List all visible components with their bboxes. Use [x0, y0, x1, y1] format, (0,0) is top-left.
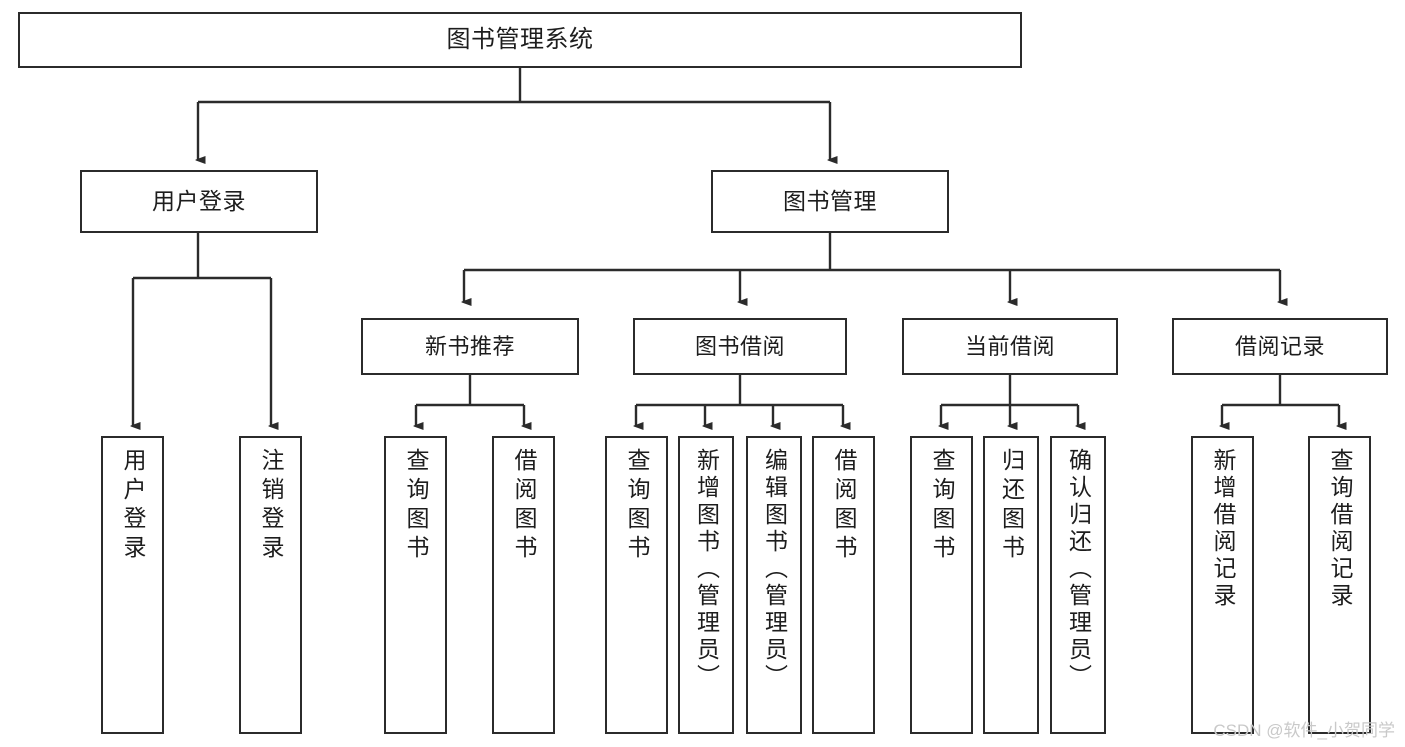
- node-user-login[interactable]: 用户登录: [80, 170, 318, 233]
- node-leaf-record-add-label: 新增借阅记录: [1210, 448, 1236, 610]
- node-leaf-user-logout-label: 注销登录: [258, 448, 284, 564]
- node-leaf-record-query-label: 查询借阅记录: [1327, 448, 1353, 610]
- node-leaf-book-borrow-action[interactable]: 借阅图书: [812, 436, 875, 734]
- node-borrow-record[interactable]: 借阅记录: [1172, 318, 1388, 375]
- node-user-login-label: 用户登录: [152, 188, 246, 214]
- node-leaf-confirm-return[interactable]: 确认归还（管理员）: [1050, 436, 1106, 734]
- node-leaf-newbook-query[interactable]: 查询图书: [384, 436, 447, 734]
- node-leaf-book-add[interactable]: 新增图书（管理员）: [678, 436, 734, 734]
- node-leaf-user-logout[interactable]: 注销登录: [239, 436, 302, 734]
- node-root-system-label: 图书管理系统: [446, 26, 594, 53]
- node-leaf-record-query[interactable]: 查询借阅记录: [1308, 436, 1371, 734]
- node-leaf-borrow-query-label: 查询图书: [624, 448, 650, 564]
- node-leaf-current-query[interactable]: 查询图书: [910, 436, 973, 734]
- node-leaf-newbook-query-label: 查询图书: [403, 448, 429, 564]
- node-leaf-borrow-query[interactable]: 查询图书: [605, 436, 668, 734]
- node-book-borrow[interactable]: 图书借阅: [633, 318, 847, 375]
- node-leaf-book-borrow-action-label: 借阅图书: [831, 448, 857, 564]
- node-leaf-newbook-borrow[interactable]: 借阅图书: [492, 436, 555, 734]
- node-leaf-book-add-label: 新增图书（管理员）: [693, 448, 720, 691]
- node-leaf-current-query-label: 查询图书: [929, 448, 955, 564]
- node-leaf-book-edit[interactable]: 编辑图书（管理员）: [746, 436, 802, 734]
- node-current-borrow[interactable]: 当前借阅: [902, 318, 1118, 375]
- node-borrow-record-label: 借阅记录: [1234, 333, 1325, 359]
- node-book-manage-label: 图书管理: [783, 188, 877, 214]
- node-book-borrow-label: 图书借阅: [694, 333, 785, 359]
- node-leaf-user-login-label: 用户登录: [120, 448, 146, 564]
- node-current-borrow-label: 当前借阅: [964, 333, 1055, 359]
- node-leaf-record-add[interactable]: 新增借阅记录: [1191, 436, 1254, 734]
- node-leaf-book-edit-label: 编辑图书（管理员）: [761, 448, 788, 691]
- node-leaf-newbook-borrow-label: 借阅图书: [511, 448, 537, 564]
- node-root-system[interactable]: 图书管理系统: [18, 12, 1022, 68]
- node-leaf-return-book[interactable]: 归还图书: [983, 436, 1039, 734]
- node-leaf-return-book-label: 归还图书: [998, 448, 1025, 564]
- node-leaf-confirm-return-label: 确认归还（管理员）: [1065, 448, 1092, 691]
- csdn-watermark: CSDN @软件_小贺同学: [1213, 721, 1395, 740]
- node-leaf-user-login[interactable]: 用户登录: [101, 436, 164, 734]
- node-new-book-recommend-label: 新书推荐: [424, 333, 515, 359]
- node-book-manage[interactable]: 图书管理: [711, 170, 949, 233]
- node-new-book-recommend[interactable]: 新书推荐: [361, 318, 579, 375]
